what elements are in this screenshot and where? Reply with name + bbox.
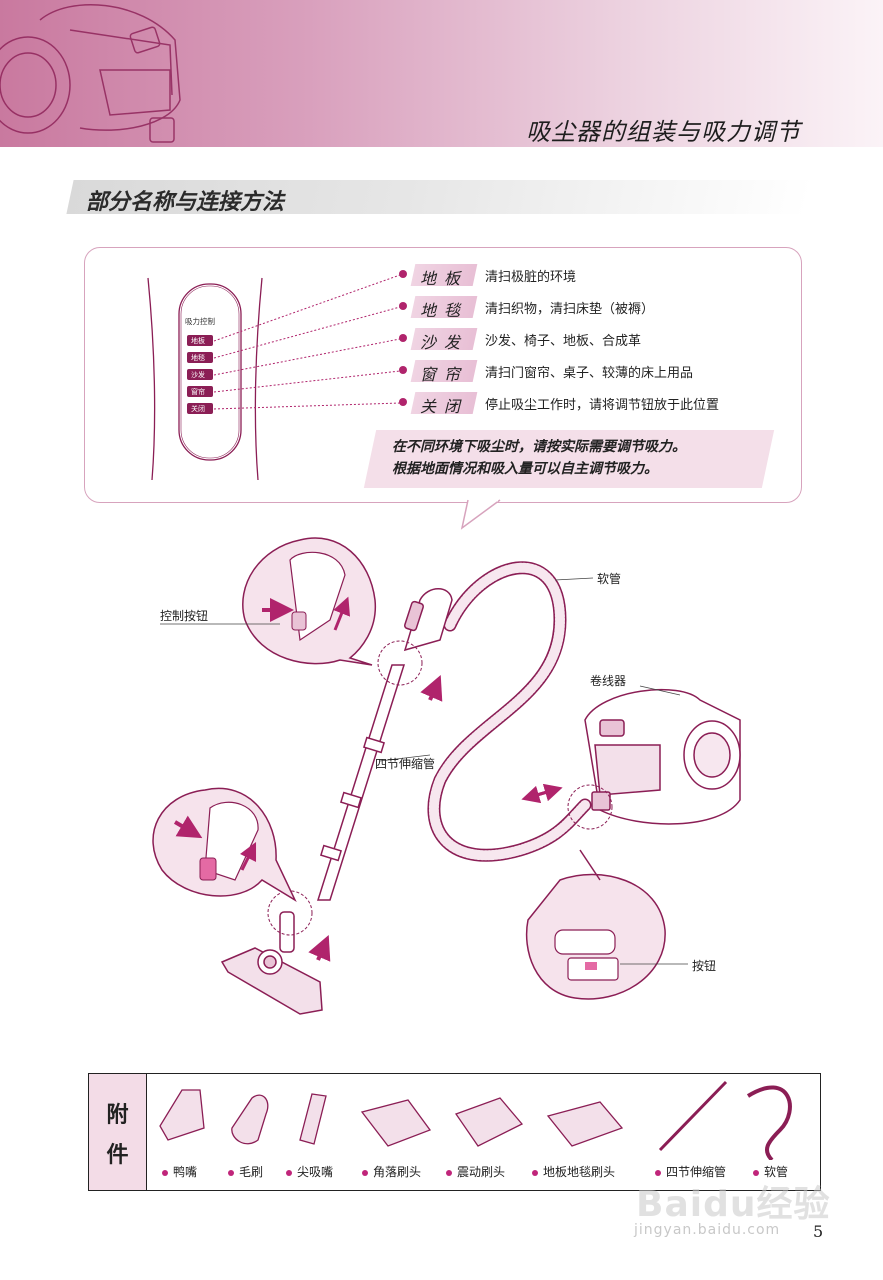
- accessories-label-line: 件: [106, 1143, 129, 1168]
- accessory-name: 角落刷头: [373, 1165, 422, 1179]
- accessories-label-line: 附: [106, 1103, 129, 1128]
- leader-lines: [213, 274, 401, 410]
- page-number: 5: [813, 1222, 824, 1241]
- accessory-name: 毛刷: [239, 1165, 264, 1179]
- corner-brush-icon: [360, 1099, 432, 1147]
- arrow-icon: [521, 785, 555, 804]
- canister-body: [584, 688, 741, 825]
- watermark-url: jingyan.baidu.com: [634, 1222, 781, 1238]
- bullet-icon: [399, 302, 407, 310]
- accessory-name: 软管: [764, 1165, 789, 1179]
- telescopic-tube: [316, 664, 406, 901]
- arrow-icon: [420, 674, 443, 702]
- floor-carpet-brush-icon: [546, 1101, 624, 1147]
- accessory-item: 软管: [753, 1163, 788, 1180]
- control-button-carpet[interactable]: [187, 352, 213, 363]
- control-button-curtain[interactable]: [187, 386, 213, 397]
- accessory-item: 角落刷头: [362, 1163, 421, 1180]
- page-title: 吸尘器的组装与吸力调节: [526, 118, 801, 146]
- mode-label: 窗帘: [419, 365, 468, 384]
- bullet-icon: [362, 1169, 368, 1176]
- narrow-nozzle-icon: [299, 1093, 327, 1145]
- accessory-name: 鸭嘴: [173, 1165, 198, 1179]
- accessories-label-bg: [89, 1074, 147, 1190]
- bullet-icon: [399, 398, 407, 406]
- note-line: 根据地面情况和吸入量可以自主调节吸力。: [392, 461, 658, 477]
- accessory-item: 地板地毯刷头: [532, 1163, 615, 1180]
- control-heading: 吸力控制: [185, 316, 215, 326]
- hose-label: 软管: [597, 572, 622, 586]
- control-button-off[interactable]: [187, 403, 213, 414]
- accessory-illustrations: [159, 1080, 792, 1160]
- bullet-icon: [446, 1169, 452, 1176]
- accessory-name: 地板地毯刷头: [543, 1165, 616, 1179]
- button-label: 按钮: [692, 959, 717, 973]
- callout-lines: [160, 577, 688, 965]
- cord-reel-label: 卷线器: [590, 674, 627, 688]
- floor-brush: [220, 911, 323, 1015]
- control-button-label: 控制按钮: [160, 609, 209, 623]
- focus-circles: [267, 640, 613, 936]
- vibration-brush-icon: [454, 1097, 524, 1147]
- accessories-box: 附 件: [88, 1073, 821, 1191]
- panel-drawing: 吸力控制 地板 地毯 沙发 窗帘 关闭: [147, 274, 501, 530]
- control-buttons: 地板 地毯 沙发 窗帘 关闭: [187, 335, 213, 414]
- note-text: 在不同环境下吸尘时，请按实际需要调节吸力。 根据地面情况和吸入量可以自主调节吸力…: [392, 436, 772, 480]
- accessory-item: 四节伸缩管: [655, 1163, 726, 1180]
- control-button-label: 关闭: [191, 404, 205, 413]
- bullet-icon: [753, 1169, 759, 1176]
- control-button-label: 沙发: [191, 370, 205, 379]
- arrow-icon: [308, 934, 331, 962]
- brush-icon: [231, 1094, 269, 1145]
- control-button-sofa[interactable]: [187, 369, 213, 380]
- control-button-floor[interactable]: [187, 335, 213, 346]
- vacuum-assembly-illustration: [152, 537, 741, 1015]
- telescopic-tube-label: 四节伸缩管: [375, 757, 436, 771]
- bullet-icon: [655, 1169, 661, 1176]
- crevice-nozzle-icon: [159, 1089, 205, 1141]
- section-title: 部分名称与连接方法: [86, 190, 285, 215]
- accessory-item: 尖吸嘴: [286, 1163, 333, 1180]
- bullet-icon: [399, 270, 407, 278]
- bullet-icon: [399, 334, 407, 342]
- hose-ribs: [428, 562, 590, 861]
- mode-label: 沙发: [419, 333, 468, 352]
- bullet-icon: [228, 1169, 234, 1176]
- handle-grip: [403, 588, 453, 652]
- accessory-item: 鸭嘴: [162, 1163, 197, 1180]
- control-button-label: 地毯: [191, 353, 205, 362]
- mode-description: 清扫门窗帘、桌子、较薄的床上用品: [485, 366, 694, 381]
- mode-description: 停止吸尘工作时，请将调节钮放于此位置: [485, 398, 720, 413]
- zoom-bubble-hose-button: [525, 849, 666, 1000]
- mode-label: 地毯: [419, 301, 468, 320]
- hose-icon: [746, 1085, 792, 1160]
- accessories-label: 附 件: [89, 1096, 146, 1176]
- accessory-name: 尖吸嘴: [297, 1165, 334, 1179]
- control-button-label: 窗帘: [191, 387, 205, 396]
- note-line: 在不同环境下吸尘时，请按实际需要调节吸力。: [392, 439, 686, 455]
- mode-description: 清扫极脏的环境: [485, 270, 577, 285]
- bullet-icon: [532, 1169, 538, 1176]
- accessory-item: 毛刷: [228, 1163, 263, 1180]
- zoom-bubble-control: [242, 537, 377, 666]
- telescopic-tube-icon: [658, 1080, 728, 1152]
- bullet-icon: [399, 366, 407, 374]
- accessory-name: 震动刷头: [457, 1165, 506, 1179]
- bullet-icon: [286, 1169, 292, 1176]
- bullet-icon: [162, 1169, 168, 1176]
- zoom-bubble-tube-joint: [152, 787, 297, 902]
- vacuum-header-illustration: [0, 4, 181, 143]
- mode-description: 清扫织物，清扫床垫（被褥）: [485, 302, 655, 317]
- page-header: 吸尘器的组装与吸力调节: [0, 0, 883, 147]
- watermark-logo: Baidu经验: [636, 1184, 831, 1225]
- accessory-name: 四节伸缩管: [666, 1165, 727, 1179]
- mode-label: 关闭: [419, 397, 468, 416]
- control-button-label: 地板: [191, 336, 205, 345]
- mode-description: 沙发、椅子、地板、合成革: [485, 334, 642, 349]
- accessory-item: 震动刷头: [446, 1163, 505, 1180]
- mode-label: 地板: [419, 269, 468, 288]
